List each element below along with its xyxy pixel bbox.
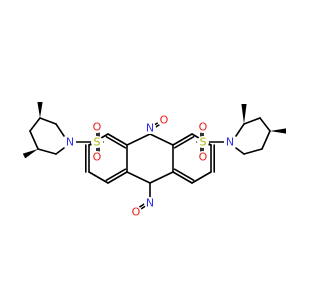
svg-text:N: N: [146, 122, 154, 135]
piperidine-n-left: N: [64, 136, 76, 149]
svg-text:N: N: [146, 197, 154, 210]
bond-pip-left-3: [29, 117, 41, 132]
wedge-methyl-right-top: [241, 104, 247, 124]
bond-pip-right-4: [261, 130, 271, 150]
bond-right-ring-6: [172, 133, 193, 146]
svg-text:O: O: [199, 151, 208, 164]
sulfonyl-o-left-top: O: [91, 121, 103, 134]
bond-right-ring-2-second: [173, 168, 195, 182]
svg-text:S: S: [200, 136, 207, 149]
bond-pip-left-6: [55, 147, 65, 155]
nitroso-n-bottom: N: [144, 197, 156, 210]
sulfonyl-o-right-top: O: [197, 121, 209, 134]
nitroso-o-bottom: O: [130, 206, 142, 219]
bond-pip-right-2: [243, 117, 261, 125]
bond-center-tl: [126, 133, 151, 146]
bond-right-ring-3: [191, 171, 212, 184]
bond-left-ring-2: [107, 171, 128, 184]
svg-text:O: O: [132, 206, 141, 219]
bond-pip-left-4: [29, 130, 39, 150]
nitroso-o-top: O: [157, 114, 169, 127]
bond-left-ring-3: [88, 171, 109, 184]
svg-text:O: O: [93, 121, 102, 134]
bond-center-br: [149, 171, 174, 184]
bond-pip-left-1: [55, 123, 65, 137]
svg-text:O: O: [160, 114, 169, 127]
bond-right-ring-6-second: [173, 135, 195, 149]
svg-text:S: S: [94, 136, 101, 149]
sulfur-right: S: [197, 136, 209, 149]
wedge-methyl-left-bottom: [22, 149, 38, 159]
svg-text:N: N: [66, 136, 74, 149]
svg-text:N: N: [226, 136, 234, 149]
bond-pip-right-3: [259, 117, 271, 132]
wedge-layer: [22, 102, 286, 159]
bond-center-tr: [149, 133, 174, 146]
sulfonyl-o-left-bottom: O: [91, 151, 103, 164]
structure-canvas: N O N O S O: [22, 102, 286, 219]
bond-left-ring-2-second: [105, 168, 127, 182]
atom-label-layer: N O N O S O: [64, 114, 236, 219]
bond-pip-right-1: [235, 123, 245, 137]
bond-pip-right-5: [243, 148, 263, 155]
svg-text:O: O: [93, 151, 102, 164]
bond-center-bl: [126, 171, 151, 184]
bond-pip-left-2: [39, 117, 57, 125]
piperidine-n-right: N: [224, 136, 236, 149]
bond-pip-left-5: [37, 148, 57, 155]
sulfur-left: S: [91, 136, 103, 149]
wedge-methyl-right-side: [270, 128, 286, 134]
bond-pip-right-6: [235, 147, 245, 155]
bond-left-ring-6-second: [105, 135, 127, 149]
bond-right-ring-2: [172, 171, 193, 184]
svg-text:O: O: [199, 121, 208, 134]
nitroso-n-top: N: [144, 122, 156, 135]
sulfonyl-o-right-bottom: O: [197, 151, 209, 164]
wedge-methyl-left-top: [37, 102, 43, 118]
molecule-structure: N O N O S O: [22, 102, 286, 219]
bond-left-ring-6: [107, 133, 128, 146]
